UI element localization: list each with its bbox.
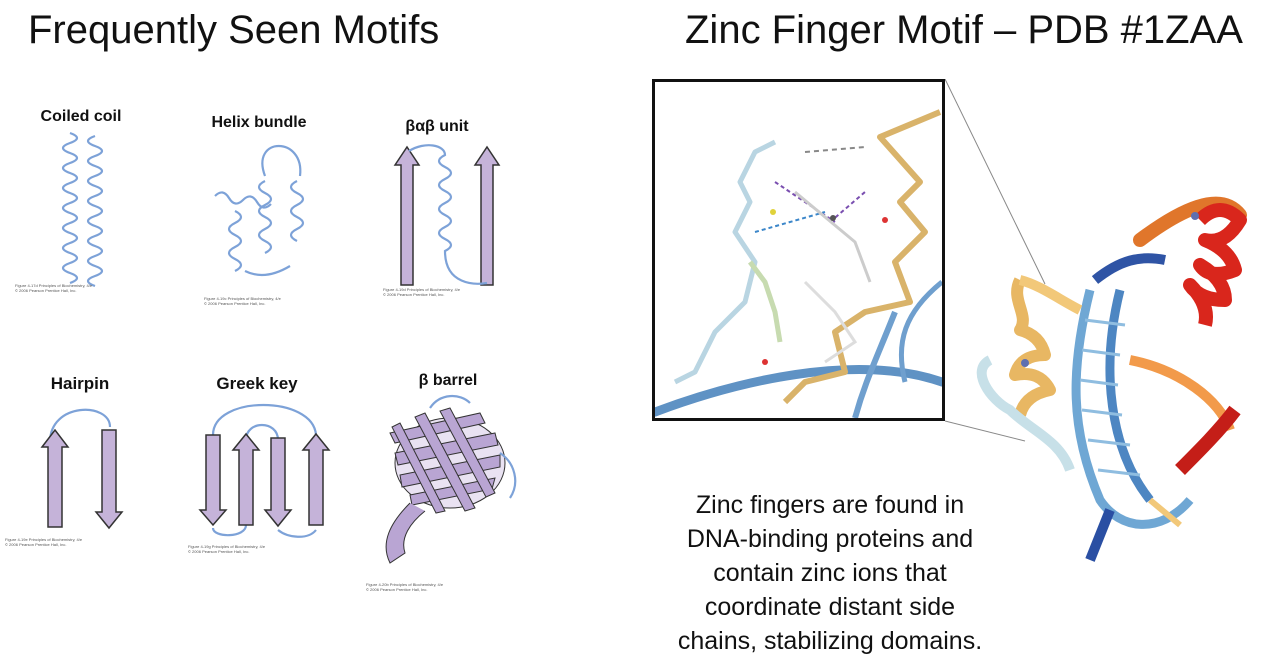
coiled-coil-label: Coiled coil — [40, 108, 122, 125]
beta-barrel-caption: Figure 4-20b Principles of Biochemistry,… — [366, 582, 444, 592]
bab-unit-caption: Figure 4-19d Principles of Biochemistry,… — [383, 287, 461, 297]
greek-key-diagram — [198, 403, 331, 538]
left-title: Frequently Seen Motifs — [28, 8, 440, 52]
zinc-finger-closeup — [652, 79, 945, 421]
bab-unit-label: βαβ unit — [405, 118, 469, 135]
greek-key-label: Greek key — [216, 374, 298, 393]
inset-connector-lines — [945, 79, 1046, 442]
zinc-finger-description: Zinc fingers are found in DNA-binding pr… — [677, 491, 983, 655]
helix-bundle-label: Helix bundle — [211, 114, 307, 131]
hairpin-diagram — [40, 408, 124, 530]
coiled-coil-caption: Figure 4-17d Principles of Biochemistry,… — [15, 283, 93, 293]
coiled-coil-diagram — [61, 131, 104, 288]
hairpin-label: Hairpin — [50, 374, 110, 393]
helix-bundle-caption: Figure 4-19c Principles of Biochemistry,… — [204, 296, 281, 306]
beta-barrel-diagram — [385, 395, 517, 564]
bab-unit-diagram — [393, 144, 501, 286]
greek-key-caption: Figure 4-19g Principles of Biochemistry,… — [188, 544, 266, 554]
zinc-finger-protein-structure — [976, 196, 1247, 562]
right-title: Zinc Finger Motif – PDB #1ZAA — [685, 8, 1243, 52]
helix-bundle-diagram — [214, 144, 305, 277]
hairpin-caption: Figure 4-19e Principles of Biochemistry,… — [5, 537, 83, 547]
beta-barrel-label: β barrel — [418, 372, 478, 389]
